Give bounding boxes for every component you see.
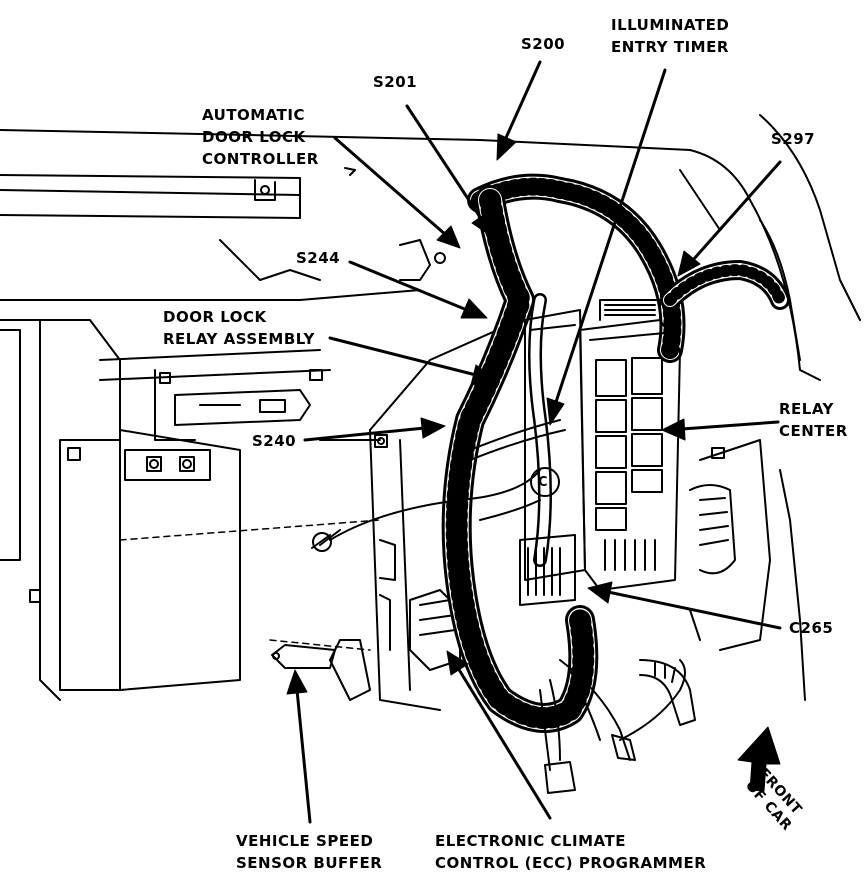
label-line: C xyxy=(538,475,549,490)
leader-ecc xyxy=(456,666,552,820)
label-line: ILLUMINATED xyxy=(611,16,730,34)
hidden-lines xyxy=(119,519,381,651)
right-bracket xyxy=(689,439,806,701)
label-line: S240 xyxy=(252,432,297,450)
speed-sensor-buffer xyxy=(271,644,336,669)
left-panel xyxy=(0,239,446,701)
label-line: VEHICLE SPEED xyxy=(236,832,374,850)
leader-s200 xyxy=(503,60,542,142)
leader-arrows xyxy=(286,60,782,824)
wiring-harness xyxy=(441,173,790,733)
label-line: CONTROL (ECC) PROGRAMMER xyxy=(435,854,707,872)
label-line: ELECTRONIC CLIMATE xyxy=(435,832,626,850)
dashboard-frame xyxy=(0,114,861,381)
front-of-car-arrow-icon xyxy=(737,726,781,792)
label-line: CENTER xyxy=(779,422,848,440)
label-s297: S297 xyxy=(771,128,815,150)
leader-s240 xyxy=(303,426,427,442)
leader-s244 xyxy=(348,260,469,312)
label-s201: S201 xyxy=(373,71,417,93)
label-line: DOOR LOCK xyxy=(202,128,306,146)
label-ecc-programmer: ELECTRONIC CLIMATE CONTROL (ECC) PROGRAM… xyxy=(435,830,706,874)
label-line: S200 xyxy=(521,35,566,53)
connector-letter: C xyxy=(538,472,548,494)
hose xyxy=(639,659,696,726)
label-line: CONTROLLER xyxy=(202,150,319,168)
label-c265: C265 xyxy=(789,617,833,639)
leader-c265 xyxy=(606,590,782,630)
label-line: RELAY xyxy=(779,400,834,418)
label-vehicle-speed-sensor-buffer: VEHICLE SPEED SENSOR BUFFER xyxy=(236,830,382,874)
loose-wires xyxy=(311,419,686,794)
label-door-lock-relay-assembly: DOOR LOCK RELAY ASSEMBLY xyxy=(163,306,315,350)
leader-entry-timer xyxy=(553,68,667,407)
label-automatic-door-lock-controller: AUTOMATIC DOOR LOCK CONTROLLER xyxy=(202,104,319,170)
label-line: C265 xyxy=(789,619,834,637)
label-line: ENTRY TIMER xyxy=(611,38,729,56)
label-relay-center: RELAY CENTER xyxy=(779,398,848,442)
label-s240: S240 xyxy=(252,430,296,452)
label-s244: S244 xyxy=(296,247,340,269)
label-line: RELAY ASSEMBLY xyxy=(163,330,315,348)
label-line: SENSOR BUFFER xyxy=(236,854,383,872)
label-line: AUTOMATIC xyxy=(202,106,306,124)
leader-relay-assembly xyxy=(328,336,478,377)
leader-s201 xyxy=(405,104,484,222)
label-illuminated-entry-timer: ILLUMINATED ENTRY TIMER xyxy=(611,14,729,58)
label-line: DOOR LOCK xyxy=(163,308,267,326)
leader-relay-center xyxy=(680,420,780,431)
electronic-module xyxy=(519,309,586,606)
label-s200: S200 xyxy=(521,33,565,55)
label-line: S244 xyxy=(296,249,341,267)
leader-controller xyxy=(333,136,448,237)
label-line: S201 xyxy=(373,73,418,91)
label-line: S297 xyxy=(771,130,816,148)
leader-vss-buffer xyxy=(295,688,312,824)
leader-s297 xyxy=(691,160,782,262)
